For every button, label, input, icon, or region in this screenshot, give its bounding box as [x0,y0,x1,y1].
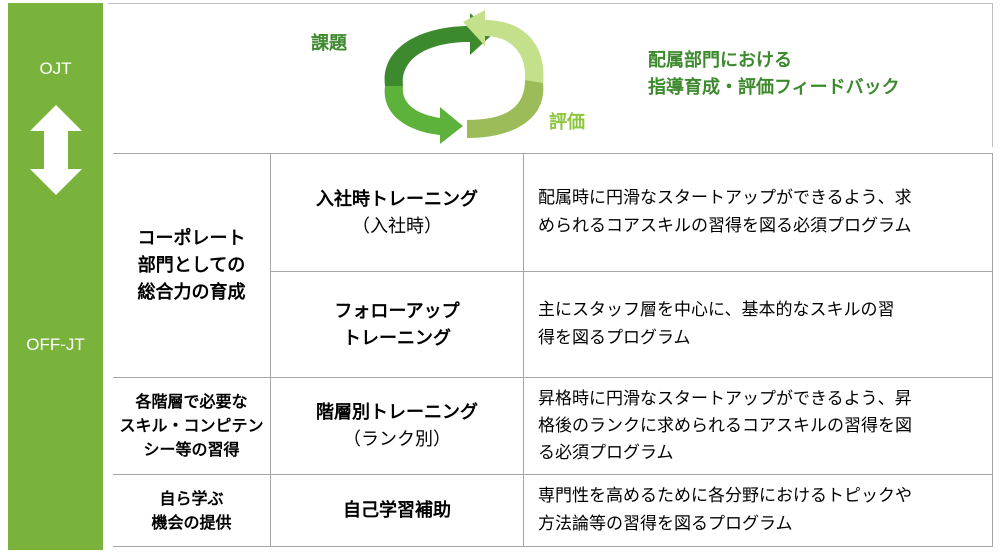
table-row-border [270,271,993,272]
cycle-label-hyoka: 評価 [549,112,585,133]
program-name-line: 入社時トレーニング [316,188,478,210]
category-cell: コーポレート 部門としての 総合力の育成 [113,154,270,377]
category-cell: 自ら学ぶ 機会の提供 [113,475,270,546]
program-name-cell: 自己学習補助 [271,475,523,546]
cycle-arrows-icon [384,10,544,144]
program-name-line: 自己学習補助 [343,500,451,521]
offjt-label: OFF-JT [26,335,85,354]
cycle-label-kadai: 課題 [311,33,347,54]
table-col1-border [270,153,271,547]
category-line: スキル・コンピテン [119,416,264,435]
table-col2-border [523,153,524,547]
table-top-border [113,153,993,154]
program-description: 主にスタッフ層を中心に、基本的なスキルの習 得を図るプログラム [538,296,895,352]
table-bottom-border [113,546,993,547]
sidebar: OJT OFF-JT [8,3,103,550]
category-line: 機会の提供 [151,512,232,532]
program-description: 専門性を高めるために各分野におけるトピックや 方法論等の習得を図るプログラム [538,482,912,538]
description-line: められるコアスキルの習得を図る必須プログラム [538,216,912,236]
double-arrow-icon [30,105,82,195]
category-line: コーポレート [137,228,246,249]
category-line: 総合力の育成 [137,282,246,303]
category-line: 各階層で必要な [135,392,248,411]
program-description: 配属時に円滑なスタートアップができるよう、求 められるコアスキルの習得を図る必須… [538,184,912,240]
ojt-description-line2: 指導育成・評価フィードバック [648,77,900,98]
program-name-cell: 入社時トレーニング （入社時） [271,154,523,271]
description-line: 配属時に円滑なスタートアップができるよう、求 [538,188,912,208]
program-name-line: フォローアップ [334,300,460,322]
description-line: 方法論等の習得を図るプログラム [538,514,793,534]
category-line: 部門としての [137,255,246,276]
program-name-line: トレーニング [343,327,451,349]
description-line: 得を図るプログラム [538,328,691,348]
ojt-description-line1: 配属部門における [648,50,792,71]
program-name-line: （ランク別） [343,429,451,450]
category-line: シー等の習得 [143,440,240,459]
program-name-line: 階層別トレーニング [316,402,478,423]
ojt-label: OJT [39,59,72,78]
description-line: 主にスタッフ層を中心に、基本的なスキルの習 [538,300,895,320]
description-line: 昇格時に円滑なスタートアップができるよう、昇 [538,389,912,409]
table-row-border [113,377,993,378]
table-row-border [113,474,993,475]
program-name-cell: 階層別トレーニング （ランク別） [271,378,523,474]
category-cell: 各階層で必要な スキル・コンピテン シー等の習得 [113,378,270,474]
ojt-panel [108,3,993,147]
category-line: 自ら学ぶ [159,488,224,508]
program-name-cell: フォローアップ トレーニング [271,272,523,377]
description-line: 格後のランクに求められるコアスキルの習得を図 [538,416,912,436]
program-name-line: （入社時） [352,215,442,237]
program-description: 昇格時に円滑なスタートアップができるよう、昇 格後のランクに求められるコアスキル… [538,386,912,467]
description-line: 専門性を高めるために各分野におけるトピックや [538,486,912,506]
description-line: る必須プログラム [538,443,674,463]
ojt-description: 配属部門における 指導育成・評価フィードバック [648,47,900,101]
table-right-border [992,153,993,547]
